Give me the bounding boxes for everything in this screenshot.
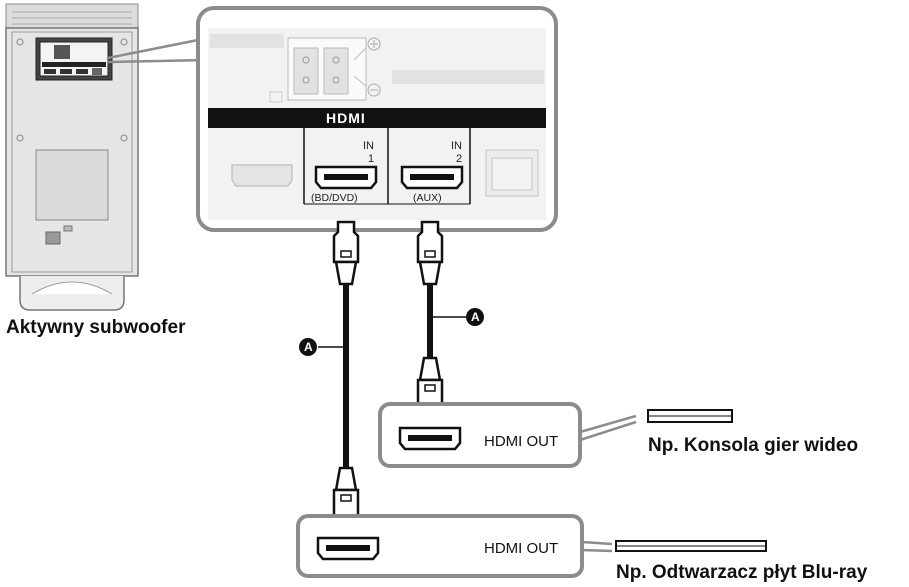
speaker-terminal — [269, 37, 381, 103]
subwoofer-label: Aktywny subwoofer — [6, 317, 186, 338]
bluray-player-icon — [615, 540, 767, 552]
hdmi-cable-1 — [332, 220, 360, 532]
zoom-line-top — [107, 36, 209, 60]
bluray-player-box — [296, 514, 613, 578]
cable-marker-1-letter: A — [304, 340, 313, 354]
subwoofer — [5, 3, 139, 311]
hdmi-logo: HDMI — [326, 110, 366, 126]
console-port-label: HDMI OUT — [484, 433, 558, 450]
hdmi-out-arc-port — [231, 164, 293, 187]
hdmi-cable-2 — [416, 220, 444, 422]
game-console-box — [378, 402, 637, 468]
in2-number: 2 — [456, 153, 462, 165]
in2-source-label: (AUX) — [413, 192, 442, 204]
cable-marker-2: A — [430, 308, 484, 326]
bluray-player-label: Np. Odtwarzacz płyt Blu-ray — [616, 562, 868, 583]
rear-panel-zoom: HDMI IN 1 (BD/DVD) IN 2 (AUX) — [196, 6, 558, 232]
cable-marker-2-letter: A — [471, 310, 480, 324]
zoom-line-bottom — [107, 58, 209, 64]
cable-marker-1: A — [299, 338, 346, 356]
in1-number: 1 — [368, 153, 374, 165]
game-console-label: Np. Konsola gier wideo — [648, 435, 858, 456]
game-console-icon — [647, 409, 733, 423]
optical-port — [485, 149, 539, 197]
in1-source-label: (BD/DVD) — [311, 192, 358, 204]
in1-label: IN — [363, 140, 374, 152]
in2-label: IN — [451, 140, 462, 152]
bluray-port-label: HDMI OUT — [484, 540, 558, 557]
